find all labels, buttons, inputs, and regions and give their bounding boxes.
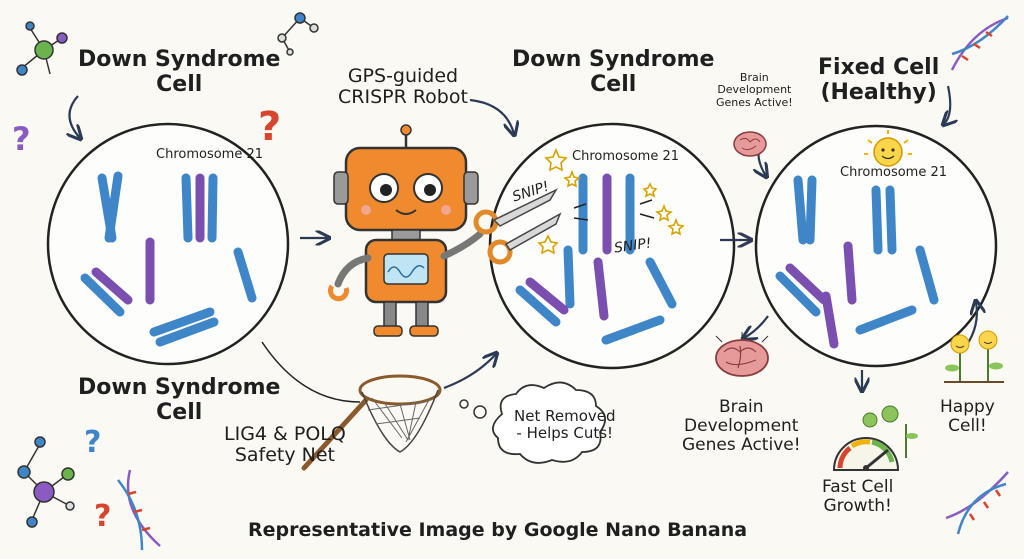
thought-bubble (459, 381, 606, 464)
molecule-icon (17, 436, 75, 528)
dna-icon (117, 469, 161, 551)
robot-label: GPS-guided CRISPR Robot (338, 65, 468, 109)
sun-icon (864, 130, 912, 167)
question-icon: ? (94, 499, 111, 534)
chromosomes-middle (515, 173, 677, 345)
stars (537, 147, 685, 255)
question-icon: ? (84, 425, 101, 460)
net-removed-label: Net Removed - Helps Cuts! (514, 407, 616, 442)
question-icon: ? (12, 120, 31, 158)
caption: Representative Image by Google Nano Bana… (248, 519, 748, 541)
snip-sparks (573, 199, 655, 221)
safety-net-label: LIG4 & POLQ Safety Net (224, 423, 346, 467)
molecule-icon (16, 21, 68, 76)
sprout-icon (944, 330, 1004, 383)
brain-big-label: Brain Development Genes Active! (682, 397, 801, 456)
question-icon: ? (258, 104, 281, 150)
dna-icon (950, 15, 1009, 71)
chromosome-label-middle: Chromosome 21 (572, 149, 680, 164)
brain-icon (733, 131, 767, 157)
net-icon (261, 341, 442, 471)
robot-icon (327, 124, 484, 337)
gauge-icon (832, 405, 918, 471)
chromosomes-right (775, 175, 939, 349)
ds-cell-top-label: Down Syndrome Cell (78, 47, 281, 97)
molecule-icon (277, 12, 319, 56)
scissors-icon (473, 188, 562, 265)
ds-cell-middle-label: Down Syndrome Cell (512, 47, 715, 97)
chromosome-label-left: Chromosome 21 (156, 147, 264, 162)
fixed-cell-label: Fixed Cell (Healthy) (818, 55, 940, 105)
chromosomes-left (80, 171, 257, 347)
fast-growth-label: Fast Cell Growth! (822, 477, 894, 517)
ds-cell-bottom-label: Down Syndrome Cell (78, 375, 281, 425)
dna-icon (945, 471, 1009, 535)
happy-cell-label: Happy Cell! (940, 397, 995, 437)
brain-icon (715, 332, 769, 377)
arrow-icon (69, 85, 976, 390)
brain-small-label: Brain Development Genes Active! (716, 71, 793, 109)
chromosome-label-right: Chromosome 21 (840, 165, 948, 180)
